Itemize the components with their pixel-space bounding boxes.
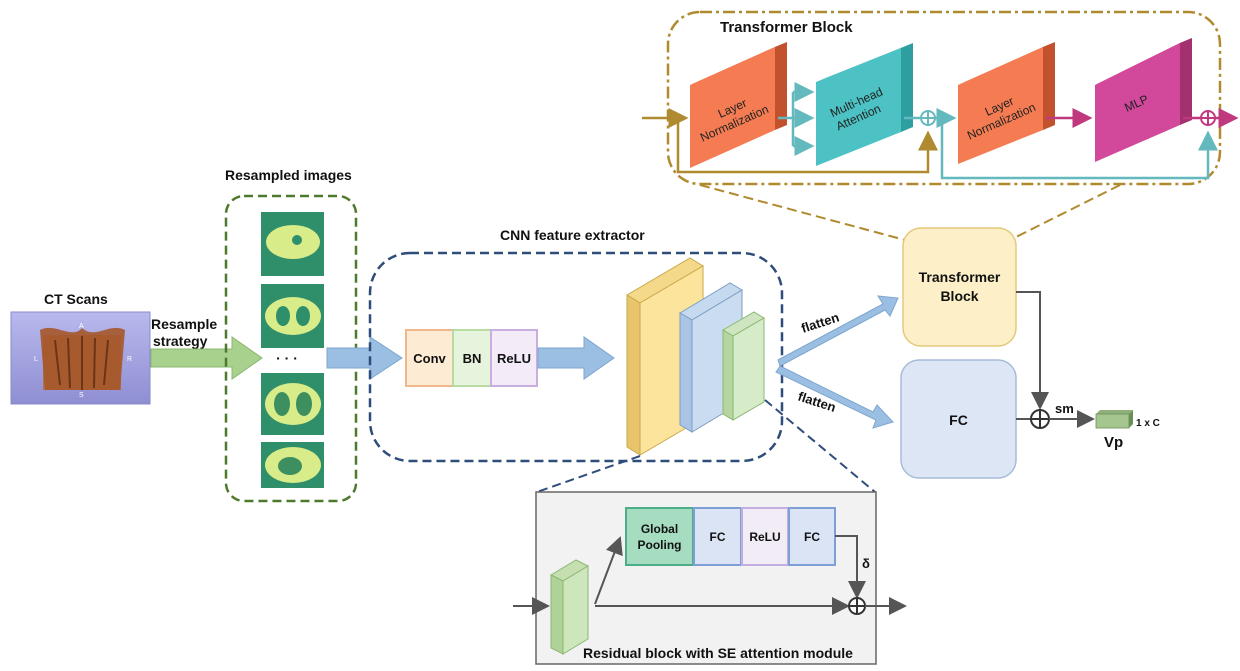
residual-feature-map-front xyxy=(562,565,589,655)
feature-map-3-side xyxy=(722,329,734,421)
feature-map-3-front xyxy=(732,317,765,421)
slice-3-lung-r xyxy=(296,392,312,416)
tb-residual-2 xyxy=(940,118,1218,180)
output-vector-side xyxy=(1129,410,1133,428)
resampled-images-title: Resampled images xyxy=(225,167,352,183)
transformer-block-box xyxy=(902,227,1017,347)
ct-scans-title: CT Scans xyxy=(44,291,108,307)
relu-block xyxy=(490,329,538,387)
transformer-to-sum xyxy=(1016,291,1049,410)
layer-norm-2-side xyxy=(1043,42,1055,130)
ct-label-l: L xyxy=(34,356,38,363)
transformer-detail-title: Transformer Block xyxy=(720,19,853,36)
zoom-line-right xyxy=(1009,184,1121,241)
slice-3-lung-l xyxy=(274,392,290,416)
layer-norm-1-side xyxy=(775,42,787,130)
transformer-detail: Transformer Block Layer Normalization Mu… xyxy=(642,10,1239,186)
relu-label: ReLU xyxy=(497,351,531,366)
se-fc2-block xyxy=(788,507,836,566)
delta-label: δ xyxy=(862,556,870,571)
ct-label-r: R xyxy=(127,356,132,363)
ct-ribs xyxy=(54,336,109,390)
mlp-side xyxy=(1180,38,1192,125)
multi-head-attention xyxy=(816,48,901,166)
transformer-block-label-line2: Block xyxy=(940,288,978,304)
slice-2-lung-l xyxy=(276,306,290,326)
mlp-block xyxy=(1095,43,1180,162)
zoom-line-res-left xyxy=(536,455,641,493)
mha-side xyxy=(901,43,913,132)
cnn-box xyxy=(368,251,784,463)
slice-2-lung-r xyxy=(296,306,310,326)
zoom-line-left xyxy=(699,184,906,241)
slice-3-body xyxy=(265,383,321,425)
flatten-to-transformer-arrow xyxy=(777,295,899,367)
flatten-to-fc-arrow xyxy=(775,365,894,429)
ct-label-s: S xyxy=(79,392,84,399)
output-vector-top xyxy=(1096,410,1133,414)
global-pooling-block xyxy=(625,507,694,566)
tb-residual-1 xyxy=(676,118,938,174)
global-pooling-label-line1: Global xyxy=(641,522,678,536)
transformer-block-label-line1: Transformer xyxy=(919,269,1001,285)
se-relu-label: ReLU xyxy=(749,530,780,544)
to-global-pooling-arrow xyxy=(594,536,623,605)
output-vector-front xyxy=(1095,413,1130,429)
residual-caption: Residual block with SE attention module xyxy=(583,645,853,661)
mha-top xyxy=(816,43,913,82)
slice-1-organ xyxy=(292,235,302,245)
transformer-detail-border xyxy=(666,10,1222,186)
ct-scan-image: L R S A xyxy=(10,311,151,405)
slice-2-body xyxy=(265,297,321,335)
slice-4 xyxy=(261,442,324,488)
images-to-cnn-arrow xyxy=(326,336,403,380)
softmax-label: sm xyxy=(1055,401,1074,416)
residual-feature-map-side xyxy=(550,574,564,655)
ct-label-a: A xyxy=(79,323,84,330)
global-pooling-label-line2: Pooling xyxy=(638,538,682,552)
resample-label-line1: Resample xyxy=(151,316,217,332)
output-label: Vp xyxy=(1104,434,1123,451)
slice-1 xyxy=(261,212,324,276)
conv-label: Conv xyxy=(413,351,446,366)
residual-feature-map xyxy=(549,559,590,655)
slices-ellipsis: · · · xyxy=(276,350,298,366)
se-fc1-block xyxy=(693,507,742,566)
output-dim-label: 1 x C xyxy=(1136,418,1160,429)
resample-label-line2: strategy xyxy=(153,333,208,349)
bn-label: BN xyxy=(463,351,482,366)
output-vector xyxy=(1095,410,1133,429)
slice-4-organ xyxy=(278,457,302,475)
layer-norm-1 xyxy=(690,47,775,168)
se-fc1-label: FC xyxy=(710,530,726,544)
relu-to-features-arrow xyxy=(537,336,615,380)
se-fc2-label: FC xyxy=(804,530,820,544)
cnn-title: CNN feature extractor xyxy=(500,227,645,243)
se-scale-arrow xyxy=(835,535,866,599)
slice-3 xyxy=(261,373,324,435)
slice-2 xyxy=(261,284,324,348)
fc-main-label: FC xyxy=(949,412,968,428)
feature-map-1-side xyxy=(626,294,641,456)
feature-map-2-side xyxy=(679,312,693,433)
zoom-line-res-right xyxy=(764,399,876,493)
resample-arrow xyxy=(150,336,263,380)
feature-map-3 xyxy=(722,311,765,421)
layer-norm-2 xyxy=(958,47,1043,164)
